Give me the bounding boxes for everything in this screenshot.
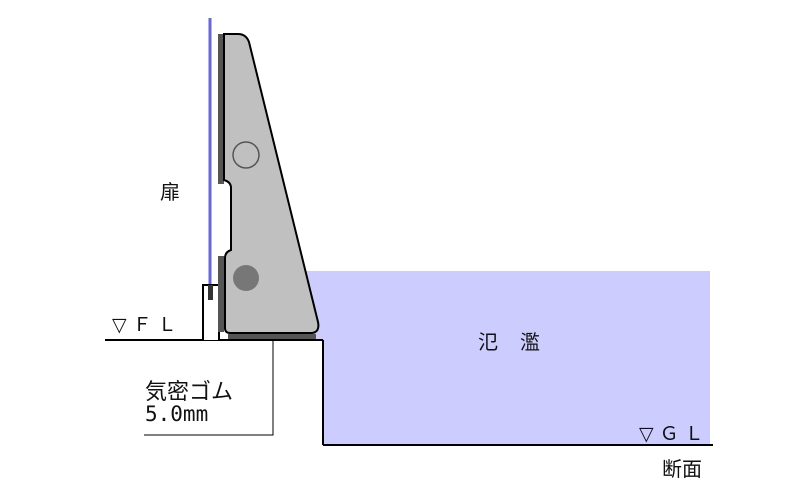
door-guide-slot: [208, 285, 213, 300]
gasket-leader-line: [144, 341, 274, 436]
ground-level-label: ▽ＧＬ: [639, 423, 710, 445]
door-label: 扉: [160, 180, 180, 204]
flood-label: 氾濫: [478, 330, 562, 354]
gasket-label: 気密ゴム: [145, 380, 234, 405]
gasket-thickness-label: 5.0mm: [145, 402, 209, 426]
door-back-gasket: [218, 34, 224, 184]
bottom-gasket: [228, 334, 316, 339]
door-back-gasket-lower: [218, 256, 224, 332]
section-label: 断面: [662, 457, 702, 481]
flood-water-area: [300, 271, 710, 445]
floor-level-label: ▽ＦＬ: [112, 314, 183, 336]
handle-circle-outline: [232, 141, 260, 169]
door-body: [223, 33, 320, 334]
handle-circle-filled: [233, 265, 259, 291]
